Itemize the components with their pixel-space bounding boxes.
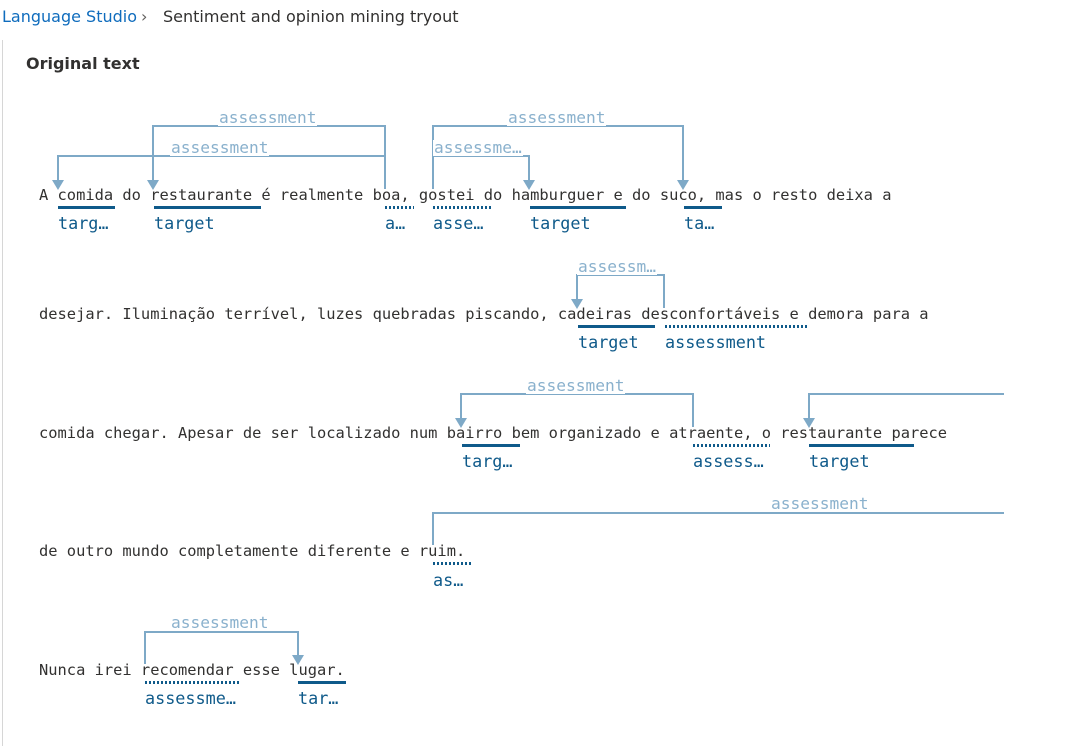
token-label-assessment: assessme… — [145, 688, 236, 708]
arc-label-assessment: assessm… — [577, 257, 657, 276]
text-line-2: desejar. Iluminação terrível, luzes queb… — [39, 305, 929, 323]
arc-line — [808, 393, 1004, 424]
arc-label-assessment: assessment — [218, 108, 318, 127]
arc-line — [432, 125, 684, 189]
token-label-target: target — [530, 213, 591, 233]
arc-label-assessment: assessme… — [433, 138, 523, 157]
panel-border — [2, 40, 3, 746]
token-label-assessment: as… — [433, 570, 464, 590]
arc-line — [576, 274, 665, 308]
token-label-target: target — [809, 451, 870, 471]
token-label-target: tar… — [298, 688, 339, 708]
breadcrumb: Language Studio › Sentiment and opinion … — [0, 0, 1074, 36]
text-line-1: A comida do restaurante é realmente boa,… — [39, 186, 892, 204]
arc-label-assessment: assessment — [507, 108, 607, 127]
arrowhead-icon — [292, 655, 304, 665]
arc-line — [432, 512, 1004, 545]
panel-title: Original text — [26, 54, 140, 73]
text-line-4: de outro mundo completamente diferente e… — [39, 542, 466, 560]
arrowhead-icon — [803, 418, 815, 428]
arc-label-assessment: assessment — [170, 138, 270, 157]
breadcrumb-current-page: Sentiment and opinion mining tryout — [163, 7, 459, 26]
token-label-assessment: assess… — [693, 451, 764, 471]
arc-line — [57, 155, 385, 186]
arc-label-assessment: assessment — [770, 494, 870, 513]
token-label-target: target — [154, 213, 215, 233]
token-label-target: target — [578, 332, 639, 352]
chevron-right-icon: › — [141, 7, 148, 26]
arrowhead-icon — [523, 180, 535, 190]
arrowhead-icon — [147, 180, 159, 190]
token-label-assessment: a… — [385, 213, 406, 233]
arrowhead-icon — [571, 299, 583, 309]
token-label-target: targ… — [58, 213, 109, 233]
arc-line — [144, 631, 299, 664]
token-label-target: targ… — [462, 451, 513, 471]
text-line-5: Nunca irei recomendar esse lugar. — [39, 661, 345, 679]
arc-line — [433, 155, 530, 186]
arc-line — [152, 125, 386, 189]
arc-label-assessment: assessment — [526, 376, 626, 395]
token-label-target: ta… — [684, 213, 715, 233]
text-line-3: comida chegar. Apesar de ser localizado … — [39, 424, 948, 442]
arrowhead-icon — [677, 180, 689, 190]
breadcrumb-language-studio-link[interactable]: Language Studio — [2, 7, 138, 26]
arc-line — [460, 393, 694, 427]
arrowhead-icon — [455, 418, 467, 428]
token-label-assessment: assessment — [665, 332, 767, 352]
arrowhead-icon — [52, 180, 64, 190]
token-label-assessment: asse… — [433, 213, 484, 233]
arc-label-assessment: assessment — [170, 613, 270, 632]
